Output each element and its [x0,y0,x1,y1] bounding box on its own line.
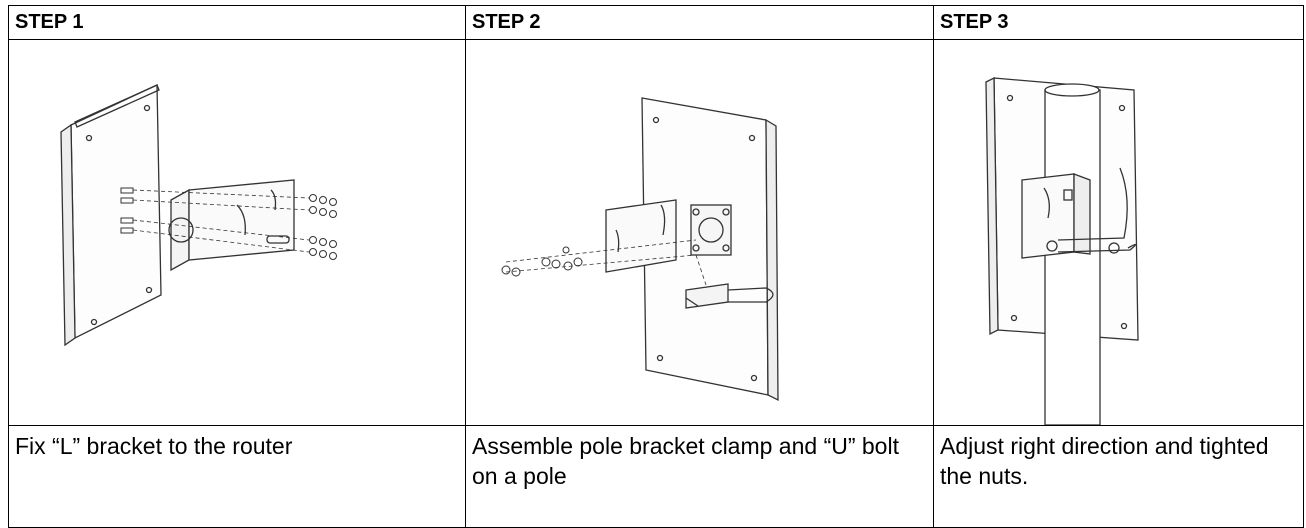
mounted-on-pole-illustration [985,76,1139,425]
step-3-header: STEP 3 [933,5,1304,40]
step-1-caption: Fix “L” bracket to the router [8,425,466,528]
caption-row: Fix “L” bracket to the router Assemble p… [8,425,1304,528]
step-2-illustration-cell [465,39,934,426]
antenna-l-bracket-illustration [60,83,337,347]
step-3-caption: Adjust right direction and tighted the n… [933,425,1304,528]
header-row: STEP 1 STEP 2 STEP 3 [8,5,1304,40]
step-1-header: STEP 1 [8,5,466,40]
pole-bracket-u-bolt-illustration [501,97,779,402]
illustration-row [8,39,1304,426]
step-3-illustration-cell [933,39,1304,426]
step-2-header: STEP 2 [465,5,934,40]
installation-steps-table: STEP 1 STEP 2 STEP 3 [8,5,1304,528]
step-1-illustration-cell [8,39,466,426]
step-2-caption: Assemble pole bracket clamp and “U” bolt… [465,425,934,528]
